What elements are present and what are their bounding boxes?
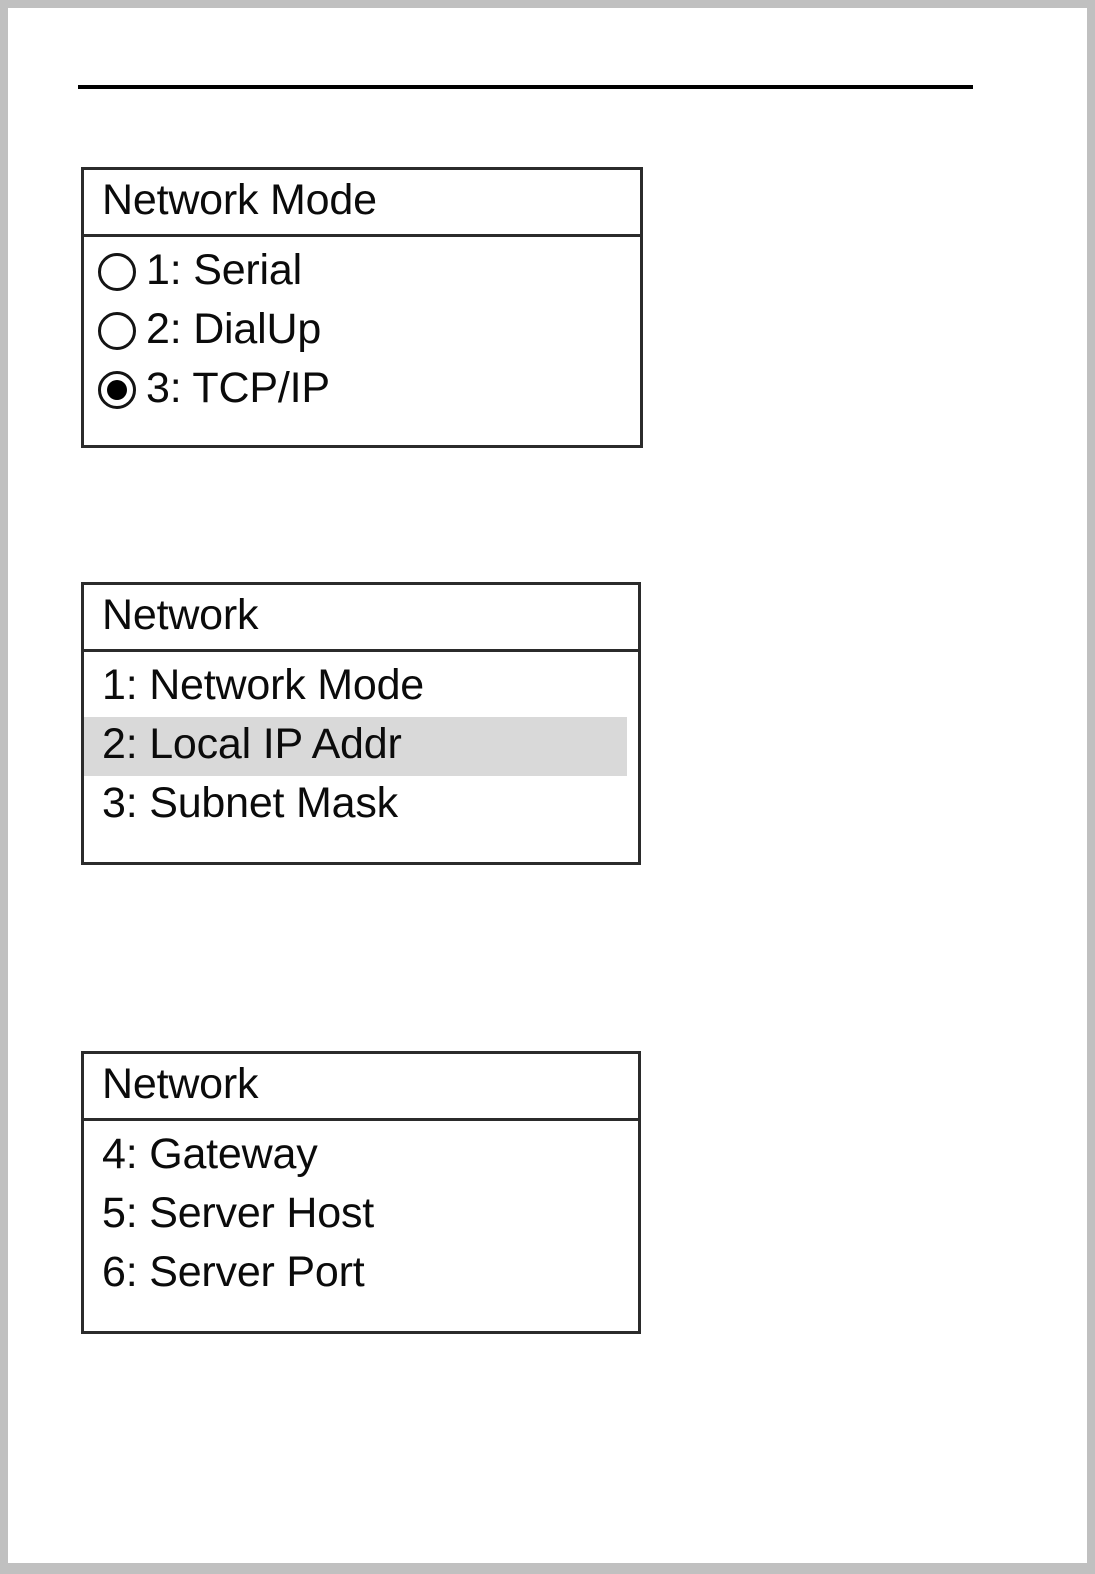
- panel-header: Network: [84, 585, 638, 652]
- radio-option-label: 3: TCP/IP: [146, 364, 330, 412]
- panel-header: Network Mode: [84, 170, 640, 237]
- radio-option-dialup[interactable]: 2: DialUp: [84, 302, 640, 361]
- panel-network-mode: Network Mode 1: Serial 2: DialUp 3: TCP/…: [81, 167, 643, 448]
- menu-item-subnet-mask[interactable]: 3: Subnet Mask: [84, 776, 638, 835]
- panel-body: 1: Serial 2: DialUp 3: TCP/IP: [84, 237, 640, 420]
- radio-option-tcpip[interactable]: 3: TCP/IP: [84, 361, 640, 420]
- menu-item-server-port[interactable]: 6: Server Port: [84, 1245, 638, 1304]
- panel-network-page-1: Network 1: Network Mode 2: Local IP Addr…: [81, 582, 641, 865]
- panel-title: Network: [102, 1059, 259, 1108]
- menu-item-label: 6: Server Port: [102, 1248, 365, 1296]
- menu-item-label: 2: Local IP Addr: [102, 720, 402, 768]
- radio-checked-icon[interactable]: [98, 370, 136, 409]
- menu-item-label: 3: Subnet Mask: [102, 779, 398, 827]
- menu-item-network-mode[interactable]: 1: Network Mode: [84, 658, 638, 717]
- radio-option-label: 1: Serial: [146, 246, 302, 294]
- panel-header: Network: [84, 1054, 638, 1121]
- menu-item-server-host[interactable]: 5: Server Host: [84, 1186, 638, 1245]
- panel-body: 4: Gateway 5: Server Host 6: Server Port: [84, 1121, 638, 1304]
- radio-unchecked-icon[interactable]: [98, 311, 136, 350]
- panel-body: 1: Network Mode 2: Local IP Addr 3: Subn…: [84, 652, 638, 835]
- radio-unchecked-icon[interactable]: [98, 252, 136, 291]
- document-page: Network Mode 1: Serial 2: DialUp 3: TCP/…: [8, 8, 1087, 1563]
- panel-title: Network: [102, 590, 259, 639]
- radio-option-serial[interactable]: 1: Serial: [84, 243, 640, 302]
- radio-option-label: 2: DialUp: [146, 305, 322, 353]
- menu-item-local-ip-addr[interactable]: 2: Local IP Addr: [84, 717, 627, 776]
- menu-item-gateway[interactable]: 4: Gateway: [84, 1127, 638, 1186]
- radio-dot-icon: [107, 379, 127, 400]
- menu-item-label: 1: Network Mode: [102, 661, 425, 709]
- panel-network-page-2: Network 4: Gateway 5: Server Host 6: Ser…: [81, 1051, 641, 1334]
- menu-item-label: 5: Server Host: [102, 1189, 375, 1237]
- menu-item-label: 4: Gateway: [102, 1130, 318, 1178]
- panel-title: Network Mode: [102, 175, 377, 224]
- header-rule: [78, 85, 973, 89]
